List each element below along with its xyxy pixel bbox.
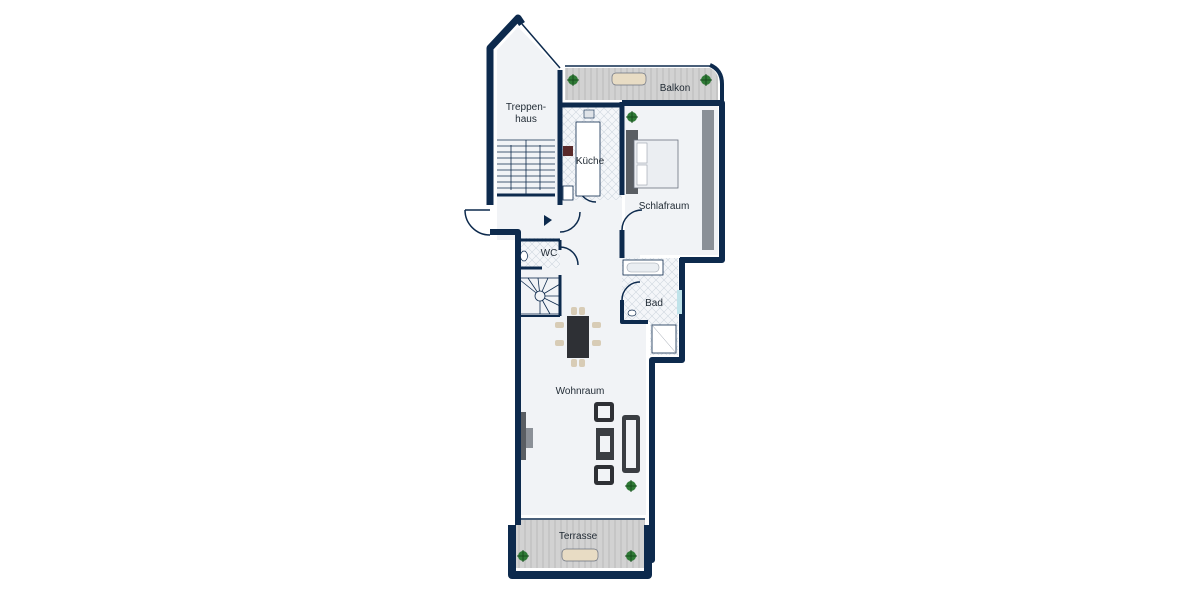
label-terrasse: Terrasse <box>559 531 598 542</box>
label-kueche: Küche <box>576 156 605 167</box>
lounger-icon <box>561 72 647 562</box>
label-schlafraum: Schlafraum <box>639 201 690 212</box>
label-bad: Bad <box>645 298 663 309</box>
label-treppenhaus-2: haus <box>515 114 537 125</box>
bathtub-icon <box>622 259 664 276</box>
stair-icon <box>497 139 555 195</box>
floor-treppenhaus <box>497 27 560 235</box>
wardrobe <box>702 110 714 250</box>
shower <box>651 324 677 354</box>
bed-icon <box>626 130 679 194</box>
stove-icon <box>563 146 573 156</box>
sink-icon <box>583 109 595 119</box>
plant-icon <box>517 74 712 562</box>
toilet-icon <box>520 250 637 317</box>
tv-icon <box>521 412 533 460</box>
label-wc: WC <box>541 248 558 259</box>
bath-window <box>677 290 682 314</box>
label-wohnraum: Wohnraum <box>556 386 605 397</box>
dining-table-icon <box>555 307 601 367</box>
kitchen-counter <box>562 109 601 201</box>
entrance-arrow-icon <box>544 215 552 226</box>
sofa-icon <box>594 402 640 485</box>
spiral-stair-icon <box>519 277 561 315</box>
label-balkon: Balkon <box>660 83 691 94</box>
label-treppenhaus-1: Treppen- <box>506 102 546 113</box>
